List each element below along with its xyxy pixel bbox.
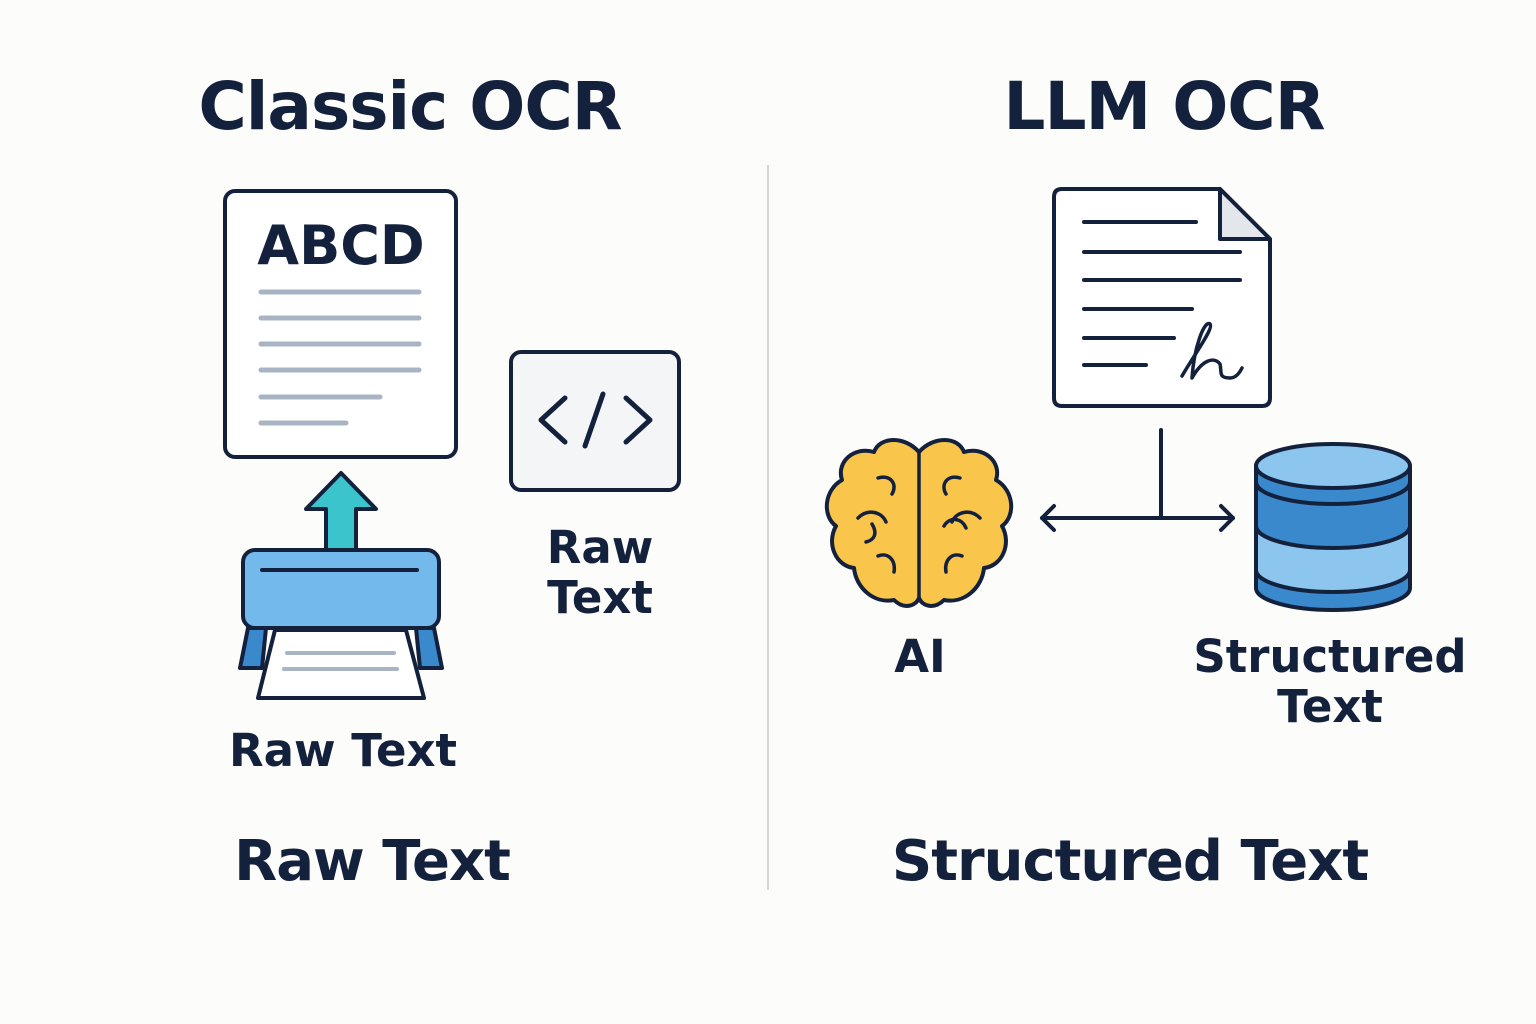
llm-ocr-title: LLM OCR: [1003, 68, 1325, 145]
classic-ocr-title: Classic OCR: [198, 68, 622, 145]
scanner-label: Raw Text: [228, 724, 458, 777]
signed-document-icon: [1052, 187, 1272, 408]
database-label: Structured Text: [1180, 630, 1480, 734]
up-arrow-icon: [304, 471, 378, 554]
document-heading: ABCD: [257, 214, 424, 277]
code-label-line1: Raw: [546, 521, 654, 574]
raw-text-footer: Raw Text: [234, 829, 511, 894]
brain-icon: [825, 438, 1013, 608]
ai-label: AI: [894, 630, 946, 683]
database-label-line1: Structured: [1193, 630, 1467, 683]
database-icon: [1254, 442, 1412, 612]
double-arrow-icon: [1040, 428, 1235, 532]
code-brackets-icon: [509, 350, 681, 492]
database-label-line2: Text: [1277, 680, 1383, 734]
scanner-icon: [238, 548, 444, 700]
code-label-line2: Text: [547, 571, 653, 625]
document-icon: [223, 189, 458, 459]
code-label: Raw Text: [520, 521, 680, 625]
structured-text-footer: Structured Text: [891, 829, 1369, 894]
